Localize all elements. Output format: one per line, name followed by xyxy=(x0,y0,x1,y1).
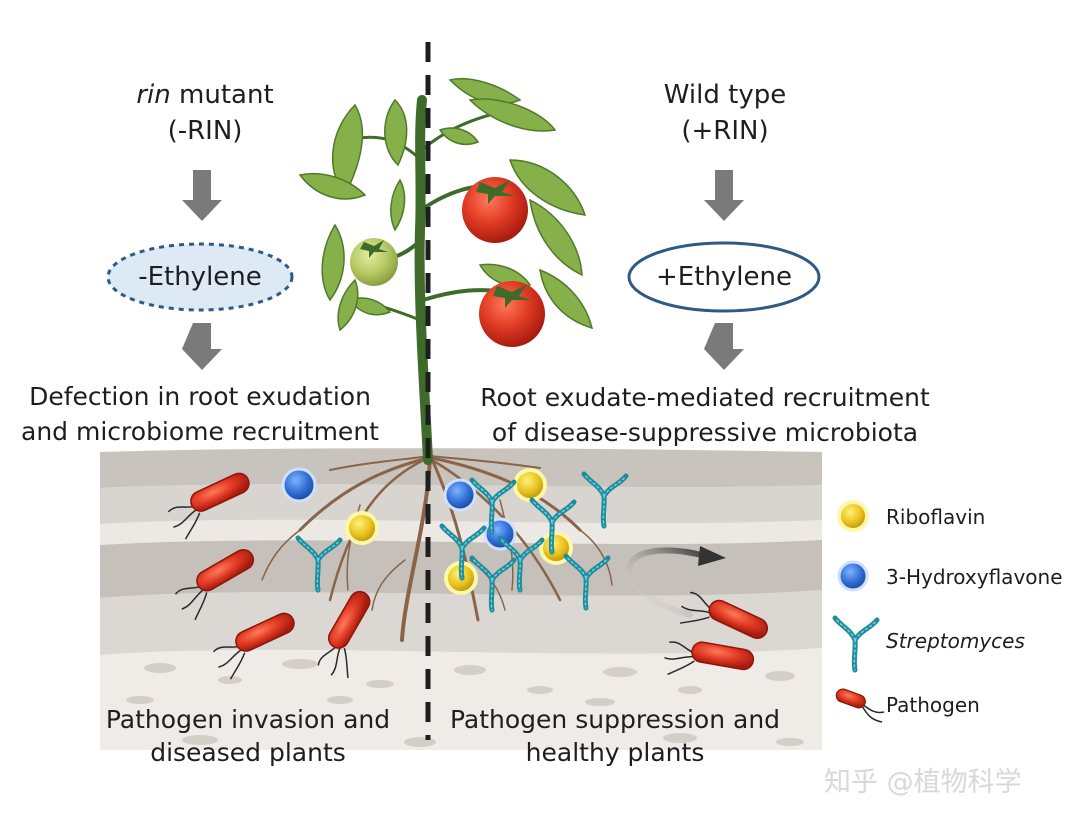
unripe-tomato xyxy=(350,238,398,286)
riboflavin-icon xyxy=(837,500,869,532)
right-effect-line2: of disease-suppressive microbiota xyxy=(491,418,919,447)
hydroxyflavone-icon xyxy=(837,560,869,592)
left-title: rin mutant xyxy=(136,80,274,110)
left-effect-line1: Defection in root exudation xyxy=(29,382,371,411)
streptomyces-icon xyxy=(835,618,877,670)
ethylene-plus-label: +Ethylene xyxy=(656,262,792,292)
legend-label-streptomyces: Streptomyces xyxy=(886,629,1025,653)
left-subtitle: (-RIN) xyxy=(167,116,243,146)
legend-icons xyxy=(835,500,885,723)
right-outcome-line1: Pathogen suppression and xyxy=(449,705,781,734)
right-outcome-line2: healthy plants xyxy=(525,738,705,767)
left-effect-line2: and microbiome recruitment xyxy=(21,417,379,446)
right-soil-contents xyxy=(442,468,772,690)
right-title: Wild type xyxy=(663,80,787,110)
right-subtitle: (+RIN) xyxy=(681,116,769,146)
ripe-tomato-lower xyxy=(479,281,545,347)
left-outcome-line1: Pathogen invasion and xyxy=(105,705,391,734)
tomato-plant xyxy=(298,78,594,465)
pathogen-icon xyxy=(835,688,885,723)
right-effect-line1: Root exudate-mediated recruitment xyxy=(480,383,930,412)
left-soil-contents xyxy=(163,467,390,684)
legend-label-hydroxyflavone: 3-Hydroxyflavone xyxy=(886,565,1063,589)
ethylene-minus-label: -Ethylene xyxy=(138,262,262,292)
ripe-tomato-upper xyxy=(462,177,528,243)
legend-label-riboflavin: Riboflavin xyxy=(886,505,986,529)
legend-label-pathogen: Pathogen xyxy=(886,693,980,717)
ethylene-plus-ellipse xyxy=(627,241,821,313)
ethylene-minus-ellipse xyxy=(106,242,294,312)
watermark: 知乎 @植物科学 xyxy=(824,767,1022,798)
flow-arrows xyxy=(182,170,744,370)
left-outcome-line2: diseased plants xyxy=(150,738,346,767)
